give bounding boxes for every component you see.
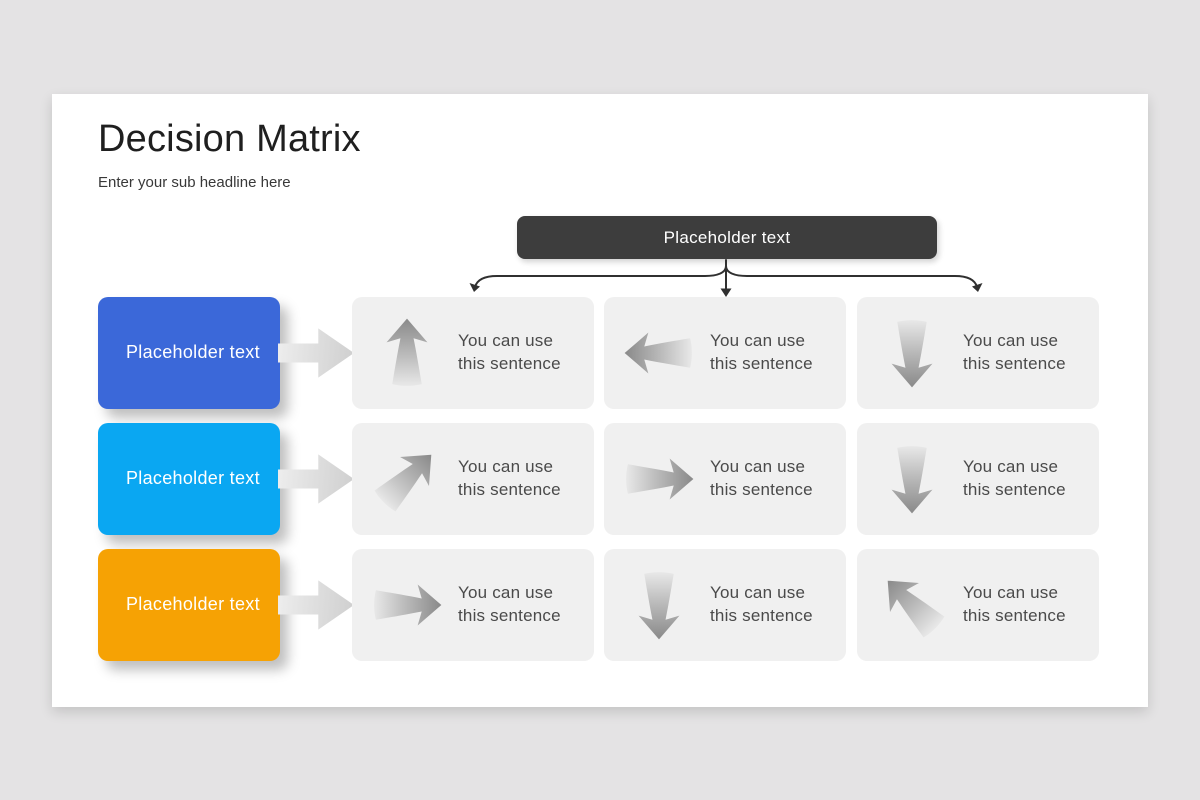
row-flow-arrow-icon [278, 328, 354, 378]
row-flow-arrow-icon [278, 454, 354, 504]
cell-sentence: You can use this sentence [458, 583, 561, 625]
cell-sentence: You can use this sentence [458, 331, 561, 373]
direction-arrow-icon [378, 315, 436, 391]
direction-arrow-icon [630, 567, 688, 643]
matrix-cell[interactable]: You can use this sentence [857, 423, 1099, 535]
direction-arrow-icon [883, 315, 941, 391]
category-box-1[interactable]: Placeholder text [98, 297, 280, 409]
header-placeholder-label: Placeholder text [663, 227, 791, 247]
direction-arrow-icon [873, 566, 950, 643]
cell-sentence: You can use this sentence [963, 331, 1066, 373]
connector-right-branch [725, 260, 978, 288]
matrix-cell[interactable]: You can use this sentence [604, 423, 846, 535]
slide-subtitle[interactable]: Enter your sub headline here [98, 174, 291, 191]
connector-right-arrowhead [972, 283, 983, 292]
direction-arrow-icon [626, 441, 694, 517]
category-box-3[interactable]: Placeholder text [98, 549, 280, 661]
branch-connector [469, 259, 983, 297]
row-flow-arrow-icon [278, 580, 354, 630]
category-label-2: Placeholder text [126, 468, 260, 489]
header-placeholder-box[interactable]: Placeholder text [517, 216, 937, 259]
cell-sentence: You can use this sentence [710, 331, 813, 373]
category-label-1: Placeholder text [126, 342, 260, 363]
direction-arrow-icon [369, 440, 446, 517]
matrix-cell[interactable]: You can use this sentence [857, 549, 1099, 661]
connector-left-arrowhead [469, 283, 480, 292]
cell-sentence: You can use this sentence [710, 583, 813, 625]
slide-canvas: Decision Matrix Enter your sub headline … [52, 94, 1148, 707]
matrix-cell[interactable]: You can use this sentence [857, 297, 1099, 409]
matrix-cell[interactable]: You can use this sentence [352, 549, 594, 661]
direction-arrow-icon [374, 567, 442, 643]
cell-sentence: You can use this sentence [710, 457, 813, 499]
cell-sentence: You can use this sentence [458, 457, 561, 499]
matrix-cell[interactable]: You can use this sentence [604, 297, 846, 409]
direction-arrow-icon [624, 315, 692, 391]
connector-center-arrowhead [720, 288, 732, 297]
category-label-3: Placeholder text [126, 594, 260, 615]
cell-sentence: You can use this sentence [963, 583, 1066, 625]
slide-title[interactable]: Decision Matrix [98, 118, 361, 160]
matrix-cell[interactable]: You can use this sentence [604, 549, 846, 661]
matrix-cell[interactable]: You can use this sentence [352, 297, 594, 409]
cell-sentence: You can use this sentence [963, 457, 1066, 499]
matrix-cell[interactable]: You can use this sentence [352, 423, 594, 535]
category-box-2[interactable]: Placeholder text [98, 423, 280, 535]
direction-arrow-icon [883, 441, 941, 517]
connector-left-branch [474, 260, 727, 288]
